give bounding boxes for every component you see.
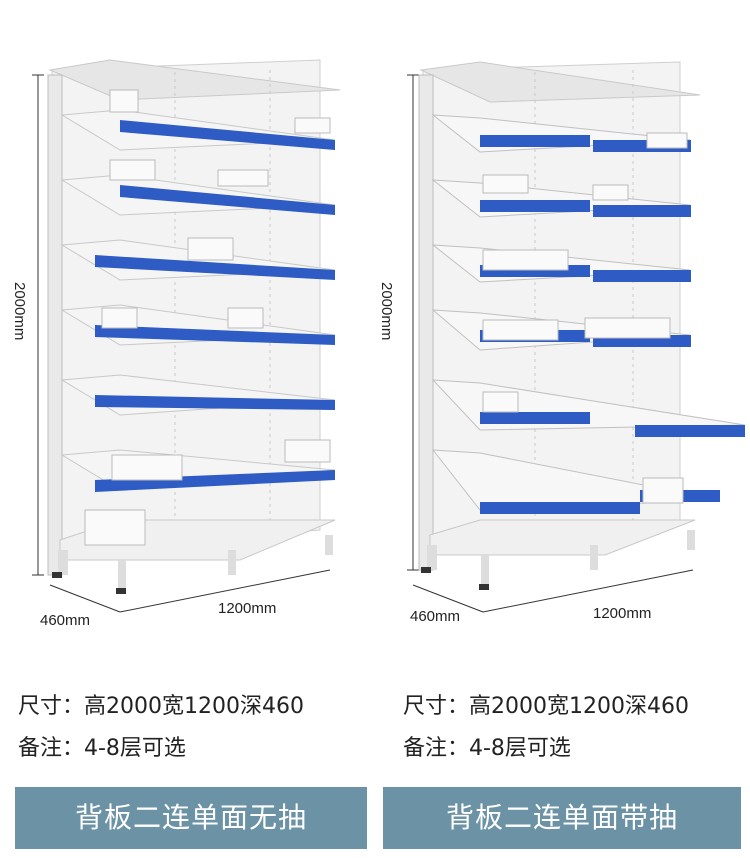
width-dimension-label: 1200mm xyxy=(218,600,277,617)
spec-size: 尺寸：高2000宽1200深460 xyxy=(18,694,304,719)
shelf-no-drawer-image xyxy=(32,59,341,613)
height-dimension-label: 2000mm xyxy=(378,282,395,341)
spec-note: 备注：4-8层可选 xyxy=(403,736,571,761)
shelf-with-drawer-image xyxy=(407,61,746,613)
product-panel-no-drawer: 2000mm 460mm 1200mm 尺寸：高2000宽1200深460 备注… xyxy=(11,59,367,849)
width-dimension-label: 1200mm xyxy=(593,605,652,622)
depth-dimension-label: 460mm xyxy=(410,608,461,625)
product-panel-with-drawer: 2000mm 460mm 1200mm 尺寸：高2000宽1200深460 备注… xyxy=(375,0,750,858)
spec-note: 备注：4-8层可选 xyxy=(18,736,186,761)
product-title-banner: 背板二连单面带抽 xyxy=(383,787,741,849)
depth-dimension-label: 460mm xyxy=(40,612,91,629)
height-dimension-label: 2000mm xyxy=(11,282,28,341)
spec-size: 尺寸：高2000宽1200深460 xyxy=(403,694,689,719)
product-title-banner: 背板二连单面无抽 xyxy=(15,787,367,849)
